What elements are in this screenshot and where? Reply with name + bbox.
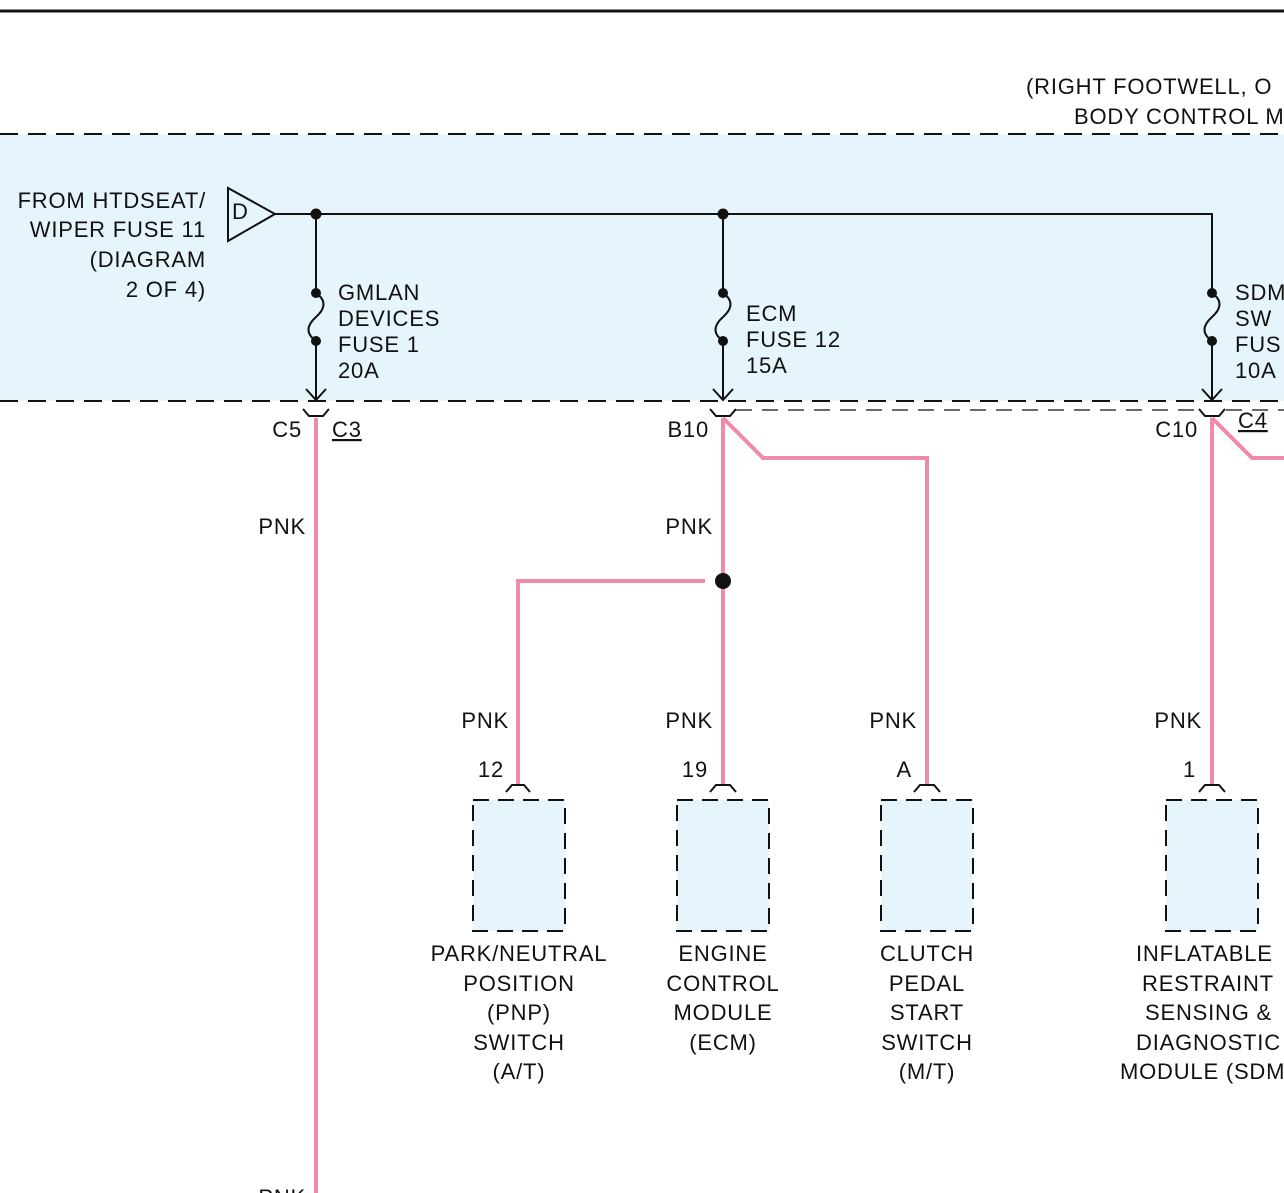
module-location-line1: (RIGHT FOOTWELL, O xyxy=(1026,74,1272,99)
component-label-line: PEDAL xyxy=(889,971,965,996)
connector-label-c10: C10 xyxy=(1155,417,1198,442)
splice-dot xyxy=(715,573,731,589)
connector-label-c3: C3 xyxy=(332,417,362,442)
fuse-ecm: ECM FUSE 12 15A xyxy=(712,214,841,402)
fuse-icon xyxy=(307,292,325,342)
component-label-line: POSITION xyxy=(463,971,575,996)
fuse-gmlan: GMLAN DEVICES FUSE 1 20A xyxy=(305,214,440,402)
pin-connector-icon xyxy=(913,784,941,793)
component-label-line: ENGINE xyxy=(678,941,767,966)
component-ecm: ENGINE CONTROL MODULE (ECM) xyxy=(666,784,779,1055)
component-label-line: SWITCH xyxy=(881,1030,973,1055)
arrow-icon xyxy=(712,388,734,402)
wire-color-label: PNK xyxy=(665,708,713,733)
connector-c10-icon xyxy=(1198,408,1226,417)
fuse-label-line: GMLAN xyxy=(338,280,420,305)
source-label: FROM HTDSEAT/ WIPER FUSE 11 (DIAGRAM 2 O… xyxy=(18,188,207,302)
component-label-line: PARK/NEUTRAL xyxy=(431,941,608,966)
fuse-label-line: SW xyxy=(1235,306,1272,331)
pin-connector-icon xyxy=(709,784,737,793)
component-box xyxy=(880,799,974,932)
connector-label-c4: C4 xyxy=(1238,408,1268,433)
fuse-label-line: ECM xyxy=(746,301,797,326)
fuse-label-line: FUSE 12 xyxy=(746,327,841,352)
component-label-line: CONTROL xyxy=(666,971,779,996)
wire-color-label: PNK xyxy=(1154,708,1202,733)
component-label-line: DIAGNOSTIC xyxy=(1136,1030,1281,1055)
component-label-line: MODULE xyxy=(674,1000,773,1025)
arrow-icon xyxy=(305,388,327,402)
component-label-line: (ECM) xyxy=(689,1030,757,1055)
wire-pnk-pnp xyxy=(516,579,705,785)
component-box xyxy=(472,799,566,932)
fuse-rating: 20A xyxy=(338,358,380,383)
fuse-label-line: FUS xyxy=(1235,332,1281,357)
source-label-line: WIPER FUSE 11 xyxy=(30,217,206,242)
component-sdm: INFLATABLE RESTRAINT SENSING & DIAGNOSTI… xyxy=(1120,784,1284,1084)
fuse-label-line: DEVICES xyxy=(338,306,440,331)
pin-label: A xyxy=(897,757,912,782)
fuse-rating: 10A xyxy=(1235,358,1277,383)
source-label-line: 2 OF 4) xyxy=(126,277,206,302)
diagram-reference-symbol: D xyxy=(232,199,249,224)
wire-pnk-clutch xyxy=(721,416,929,785)
source-label-line: FROM HTDSEAT/ xyxy=(18,188,207,213)
connector-label-b10: B10 xyxy=(667,417,709,442)
wire-color-label: PNK xyxy=(665,514,713,539)
fuse-label-line: FUSE 1 xyxy=(338,332,420,357)
component-label-line: RESTRAINT xyxy=(1142,971,1274,996)
component-box xyxy=(1165,799,1259,932)
connector-label-c5: C5 xyxy=(272,417,302,442)
fuse-label-line: SDM xyxy=(1235,280,1284,305)
component-box xyxy=(676,799,770,932)
diagram-reference-triangle-icon xyxy=(227,186,278,243)
component-label-line: SENSING & xyxy=(1145,1000,1272,1025)
component-label-line: (A/T) xyxy=(493,1059,546,1084)
component-label-line: (PNP) xyxy=(487,1000,551,1025)
pin-label: 1 xyxy=(1183,757,1196,782)
body-control-module-area xyxy=(0,134,1284,401)
pin-label: 19 xyxy=(682,757,708,782)
wire-color-label: PNK xyxy=(461,708,509,733)
component-label-line: START xyxy=(890,1000,964,1025)
component-clutch-switch: CLUTCH PEDAL START SWITCH (M/T) xyxy=(880,784,974,1084)
source-label-line: (DIAGRAM xyxy=(90,247,206,272)
component-label-line: CLUTCH xyxy=(880,941,974,966)
power-bus xyxy=(275,213,1213,293)
connector-c5-icon xyxy=(302,408,330,417)
wire-color-label: PNK xyxy=(258,1185,306,1193)
module-location-line2: BODY CONTROL M xyxy=(1074,104,1284,129)
fuse-sdm: SDM SW FUS 10A xyxy=(1201,280,1284,402)
component-label-line: SWITCH xyxy=(473,1030,565,1055)
wire-color-label: PNK xyxy=(869,708,917,733)
pin-connector-icon xyxy=(505,784,531,793)
wire-pnk-c4 xyxy=(1210,416,1284,460)
component-pnp-switch: PARK/NEUTRAL POSITION (PNP) SWITCH (A/T) xyxy=(431,784,608,1084)
arrow-icon xyxy=(1201,388,1223,402)
component-label-line: MODULE (SDM xyxy=(1120,1059,1284,1084)
wire-color-label: PNK xyxy=(258,514,306,539)
fuse-icon xyxy=(714,292,732,342)
fuse-icon xyxy=(1203,292,1221,342)
fuse-rating: 15A xyxy=(746,353,788,378)
pin-connector-icon xyxy=(1198,784,1226,793)
pin-label: 12 xyxy=(478,757,504,782)
component-label-line: INFLATABLE xyxy=(1136,941,1273,966)
connector-b10-icon xyxy=(709,408,737,417)
component-label-line: (M/T) xyxy=(899,1059,956,1084)
